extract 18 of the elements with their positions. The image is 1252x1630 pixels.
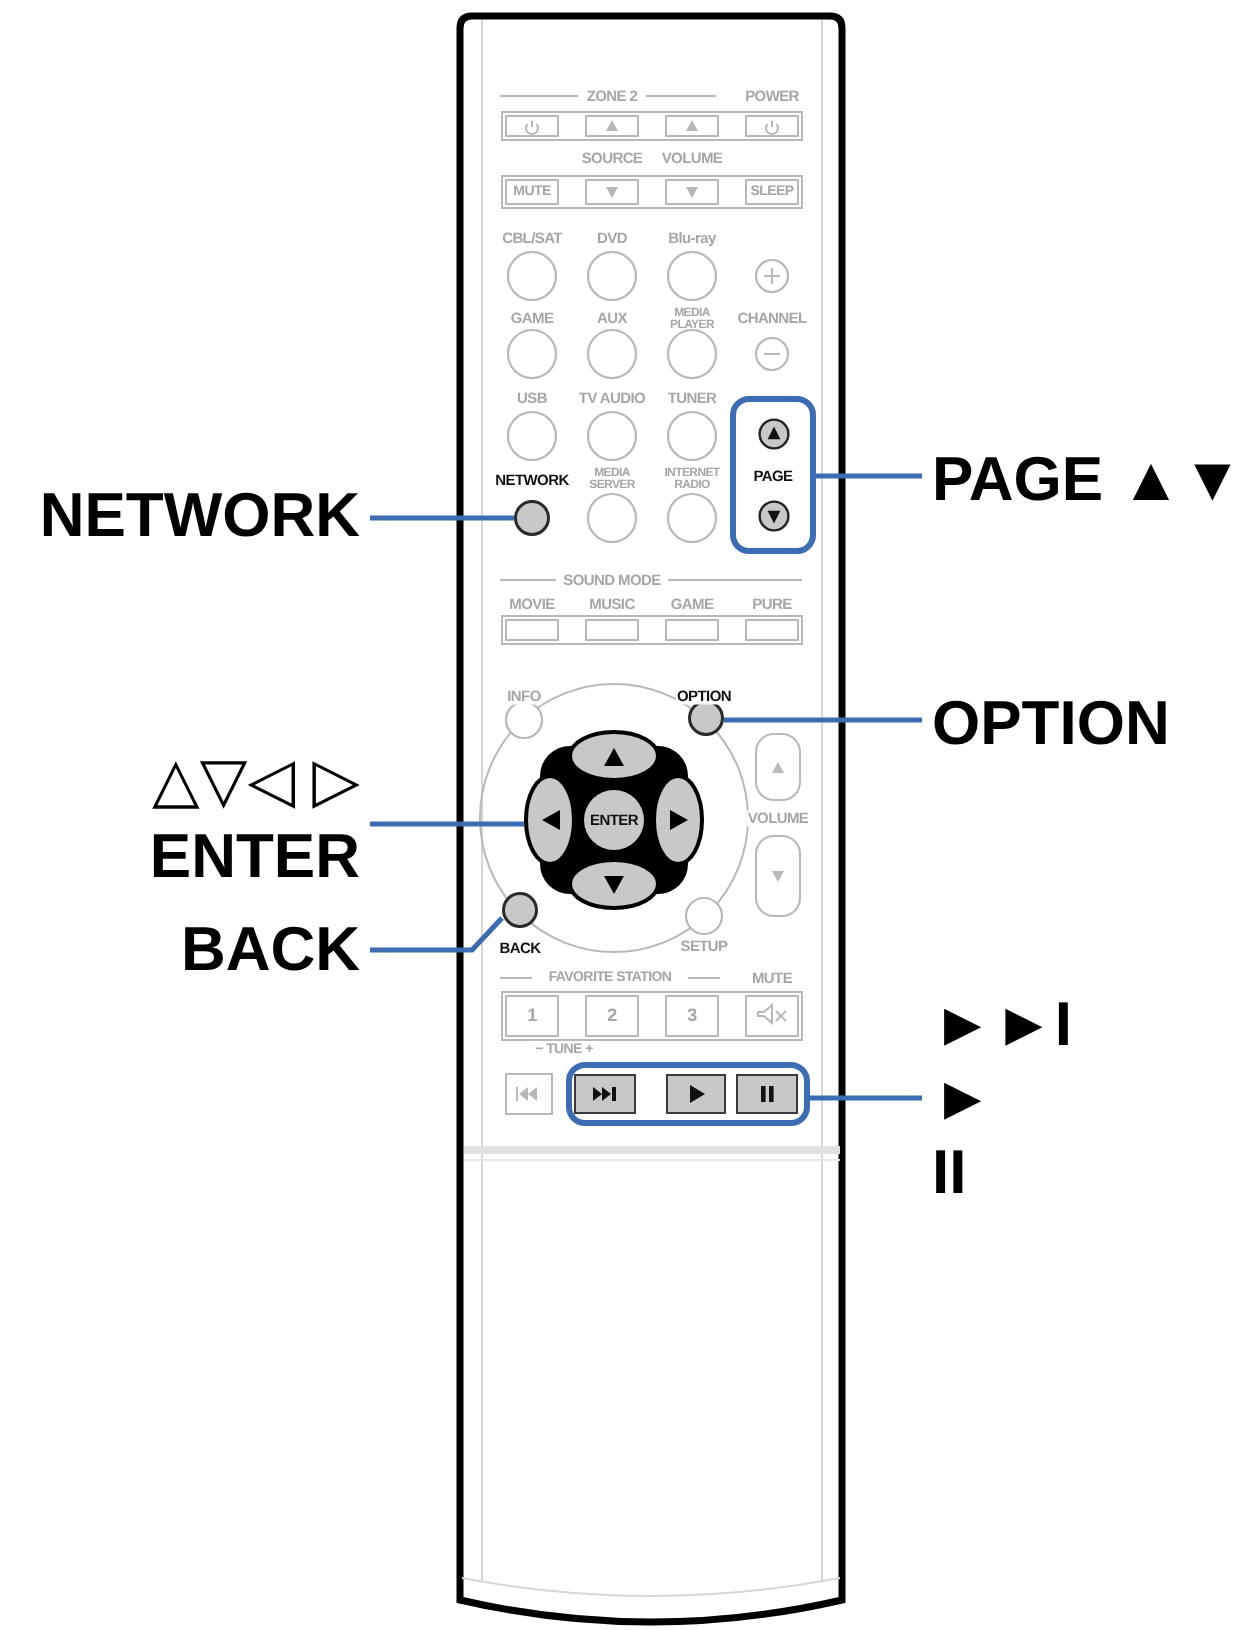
callout-label: II (932, 1139, 967, 1205)
callout-label: OPTION (932, 688, 1170, 760)
callout-label: BACK (180, 914, 360, 986)
callout-label: ►►I (932, 991, 1072, 1057)
callout-label: △▽◁ ▷ (152, 747, 360, 813)
key-label: 2 (606, 1007, 618, 1025)
leader-line (810, 1095, 922, 1101)
leader-line (370, 916, 504, 953)
key-label: 1 (526, 1007, 538, 1025)
callout-label: ► (932, 1065, 994, 1131)
callout-label: ENTER (149, 823, 360, 889)
callout-label: NETWORK (39, 480, 360, 552)
leader-line (370, 515, 514, 521)
leader-line (816, 473, 922, 479)
key-label: 3 (686, 1007, 698, 1025)
leader-line (370, 821, 524, 827)
callout-label: PAGE ▲▼ (932, 444, 1244, 516)
highlight-frame (566, 1062, 810, 1126)
